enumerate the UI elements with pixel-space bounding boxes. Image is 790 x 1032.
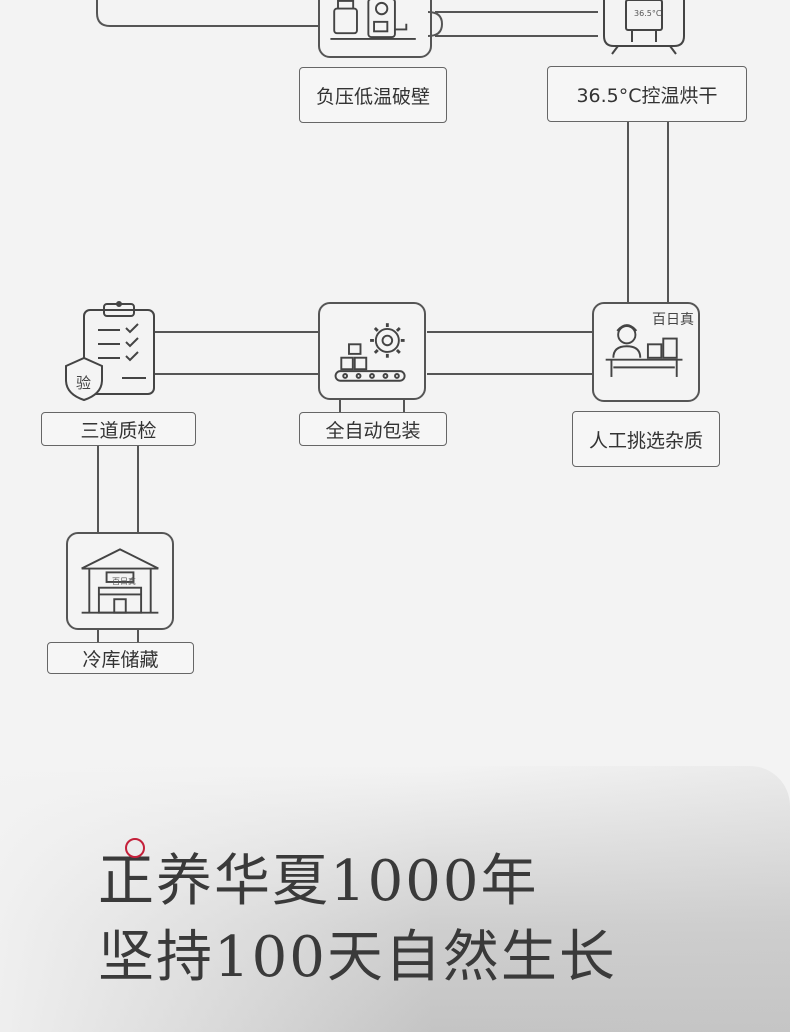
- step-inspection-label: 三道质检: [41, 412, 196, 446]
- connector-clip-icon: [427, 11, 444, 37]
- warehouse-icon: [81, 548, 159, 614]
- packing-icon-box: [318, 302, 426, 400]
- brand-circle-mark: [125, 838, 145, 858]
- dryer-icon-box: [598, 0, 690, 56]
- dryer-machine-icon: [603, 0, 685, 55]
- shield-check-char: 验: [76, 374, 92, 392]
- step-drying-label: 36.5°C控温烘干: [547, 66, 747, 122]
- grinder-machine-icon: [330, 0, 416, 40]
- sorting-icon-box: 百日真: [592, 302, 700, 402]
- dryer-temperature-text: 36.5°C: [634, 9, 662, 18]
- clipboard-shield-icon: [65, 301, 155, 402]
- step-sorting-label: 人工挑选杂质: [572, 411, 720, 467]
- wall-breaking-icon-box: [318, 0, 432, 58]
- slogan-line-1: 正养华夏1000年: [98, 849, 539, 914]
- warehouse-sign-text: 百日真: [112, 577, 136, 586]
- inspection-icon: 验: [60, 300, 160, 402]
- worker-at-table-icon: [605, 324, 683, 377]
- slogan-banner: [0, 766, 790, 1032]
- step-storage-label: 冷库储藏: [47, 642, 194, 674]
- conveyor-gear-icon: [334, 323, 406, 382]
- sorting-brand-text: 百日真: [652, 312, 694, 328]
- step-packing-label: 全自动包装: [299, 412, 447, 446]
- slogan-line-2: 坚持100天自然生长: [98, 925, 617, 990]
- step-wall-breaking-label: 负压低温破壁: [299, 67, 447, 123]
- storage-icon-box: 百日真: [66, 532, 174, 630]
